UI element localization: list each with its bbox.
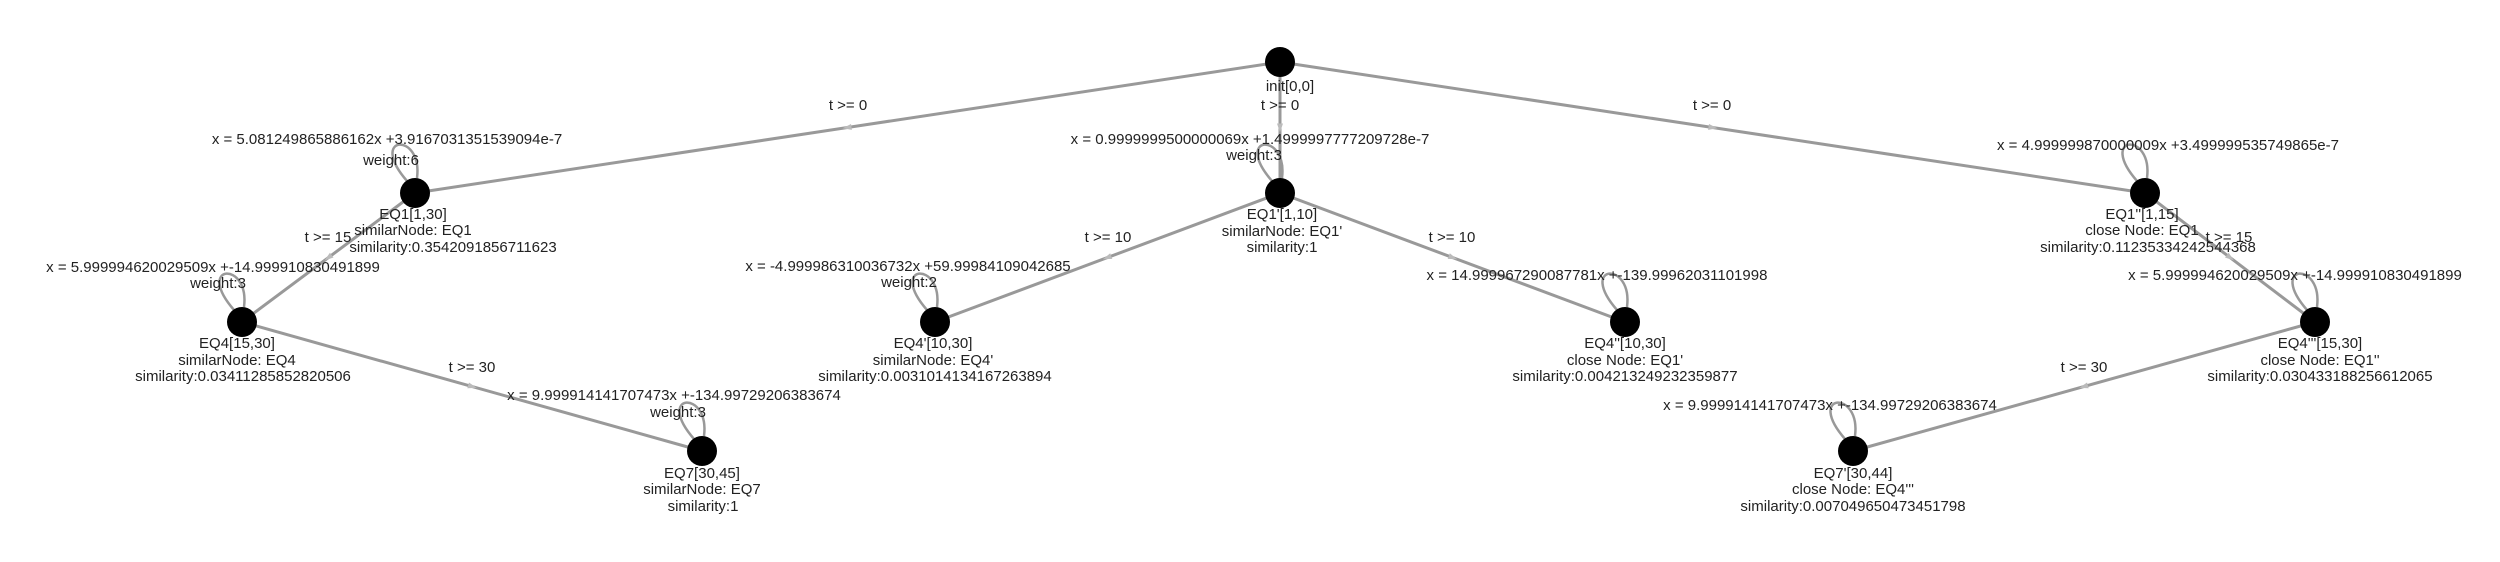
- edge-arrow-icon: [842, 123, 852, 130]
- edge-condition-label: t >= 0: [829, 97, 867, 114]
- edge-arrow-icon: [2225, 252, 2234, 261]
- node-label-line: similarity:0.030433188256612065: [2207, 368, 2432, 385]
- node-label-line: close Node: EQ1': [1567, 352, 1683, 369]
- node-label-line: EQ1'[1,10]: [1247, 206, 1317, 223]
- edge-arrow-icon: [2079, 382, 2089, 389]
- edge-condition-label: t >= 10: [1429, 229, 1476, 246]
- self-loop-eq4_d: [2291, 272, 2319, 311]
- node-eq4_c[interactable]: [1610, 307, 1640, 337]
- node-label-line: similarity:1: [668, 498, 739, 515]
- edge-condition-label: t >= 30: [2061, 359, 2108, 376]
- node-eq4_d[interactable]: [2300, 307, 2330, 337]
- node-label-line: similarity:0.11235334242544368: [2040, 239, 2256, 256]
- node-label-line: similarity:0.004213249232359877: [1512, 368, 1737, 385]
- edge-arrow-icon: [467, 382, 477, 389]
- node-label-line: EQ4'[10,30]: [894, 335, 973, 352]
- node-label-line: x = 5.999994620029509x +-14.999910830491…: [2128, 267, 2462, 284]
- node-label-line: weight:3: [1225, 147, 1282, 164]
- node-eq1_a[interactable]: [400, 178, 430, 208]
- node-label-line: x = 9.999914141707473x +-134.99729206383…: [1663, 397, 1997, 414]
- edge-arrow-icon: [1708, 123, 1718, 130]
- edge-condition-label: t >= 15: [305, 229, 352, 246]
- edge-condition-label: t >= 10: [1085, 229, 1132, 246]
- node-label-line: weight:3: [649, 404, 706, 421]
- self-loop-eq1_b: [1256, 143, 1284, 182]
- node-label-line: similarity:0.0031014134167263894: [818, 368, 1052, 385]
- edge-arrow-icon: [1447, 253, 1458, 260]
- node-label-line: EQ1''[1,15]: [2105, 206, 2178, 223]
- node-label-line: x = 5.081249865886162x +3.91670313515390…: [212, 131, 562, 148]
- node-label-line: x = 0.9999999500000069x +1.4999997777209…: [1071, 131, 1430, 148]
- node-label-line: x = 9.999914141707473x +-134.99729206383…: [507, 387, 841, 404]
- edge-condition-label: t >= 0: [1693, 97, 1731, 114]
- self-loop-eq4_a: [218, 272, 246, 311]
- node-label-line: similarNode: EQ1': [1222, 223, 1343, 240]
- node-label-line: EQ4'''[15,30]: [2278, 335, 2362, 352]
- node-label-line: close Node: EQ1'': [2260, 352, 2379, 369]
- node-label-line: similarNode: EQ1: [354, 222, 472, 239]
- node-label-line: similarNode: EQ7: [643, 481, 761, 498]
- node-label-line: close Node: EQ4''': [1792, 481, 1914, 498]
- node-eq4_a[interactable]: [227, 307, 257, 337]
- edges-layer: [241, 60, 2316, 453]
- edge-condition-label: t >= 0: [1261, 97, 1299, 114]
- node-label-line: x = 4.999999870000009x +3.49999953574986…: [1997, 137, 2339, 154]
- labels-layer: t >= 0 t >= 0 t >= 0 t >= 15 t >= 30 t >= 10 t…: [46, 78, 2462, 515]
- node-label-line: EQ4''[10,30]: [1584, 335, 1666, 352]
- node-label-line: weight:6: [362, 152, 419, 169]
- node-label-line: x = -4.999986310036732x +59.999841090426…: [745, 258, 1070, 275]
- self-loop-eq7_a: [678, 401, 706, 440]
- node-label-line: EQ7'[30,44]: [1814, 465, 1893, 482]
- node-label-line: init[0,0]: [1266, 78, 1314, 95]
- node-eq4_b[interactable]: [920, 307, 950, 337]
- node-label-line: EQ4[15,30]: [199, 335, 275, 352]
- self-loop-eq4_c: [1601, 272, 1629, 311]
- node-label-line: similarity:0.03411285852820506: [135, 368, 351, 385]
- node-label-line: x = 14.999967290087781x +-139.9996203110…: [1427, 267, 1768, 284]
- node-label-line: EQ7[30,45]: [664, 465, 740, 482]
- node-label-line: x = 5.999994620029509x +-14.999910830491…: [46, 259, 380, 276]
- self-loops-layer: [218, 143, 2319, 440]
- node-label-line: weight:2: [880, 274, 937, 291]
- node-label-line: EQ1[1,30]: [379, 206, 447, 223]
- node-label-line: close Node: EQ1: [2085, 222, 2198, 239]
- edge-arrow-icon: [1277, 123, 1283, 133]
- node-label-line: similarity:0.3542091856711623: [349, 239, 556, 256]
- node-label-line: weight:3: [189, 275, 246, 292]
- nodes-layer: [227, 47, 2330, 466]
- edge-arrow-icon: [1102, 253, 1113, 260]
- node-eq1_b[interactable]: [1265, 178, 1295, 208]
- edge-condition-label: t >= 15: [2206, 229, 2253, 246]
- edge-condition-label: t >= 30: [449, 359, 496, 376]
- self-loop-eq1_c: [2121, 143, 2149, 182]
- node-eq7_b[interactable]: [1838, 436, 1868, 466]
- node-label-line: similarNode: EQ4': [873, 352, 994, 369]
- self-loop-eq1_a: [391, 143, 419, 182]
- edge-arrow-icon: [324, 252, 334, 261]
- node-label-line: similarNode: EQ4: [178, 352, 296, 369]
- node-eq1_c[interactable]: [2130, 178, 2160, 208]
- node-label-line: similarity:1: [1247, 239, 1318, 256]
- node-eq7_a[interactable]: [687, 436, 717, 466]
- self-loop-eq4_b: [911, 272, 939, 311]
- node-label-line: similarity:0.007049650473451798: [1740, 498, 1965, 515]
- self-loop-eq7_b: [1829, 401, 1857, 440]
- node-init[interactable]: [1265, 47, 1295, 77]
